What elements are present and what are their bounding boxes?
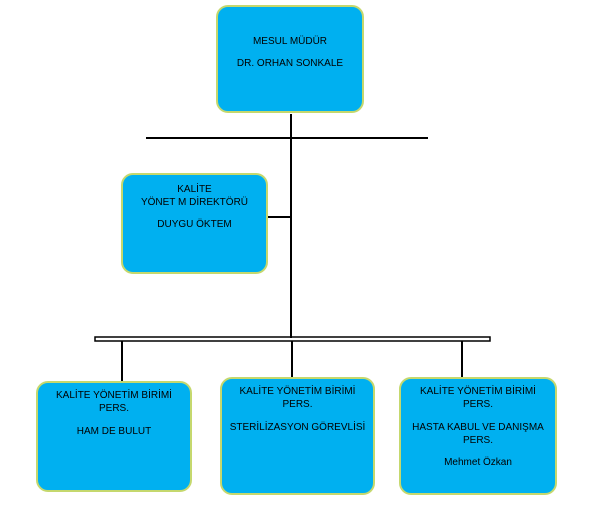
node-staff-middle-title-1: KALİTE YÖNETİM BİRİMİ [239,386,356,397]
node-staff-right-name: Mehmet Özkan [444,457,512,468]
node-staff-right-title-2: PERS. [462,399,493,410]
node-staff-right-title-1: KALİTE YÖNETİM BİRİMİ [420,386,536,397]
node-staff-middle-role: STERİLİZASYON GÖREVLİSİ [229,422,366,433]
node-chief-manager-title: MESUL MÜDÜR [252,36,328,47]
node-staff-left-title-2: PERS. [98,403,129,414]
node-staff-right: KALİTE YÖNETİM BİRİMİ PERS. HASTA KABUL … [399,377,557,495]
node-staff-right-role-1: HASTA KABUL VE DANIŞMA [412,422,544,433]
node-staff-left: KALİTE YÖNETİM BİRİMİ PERS. HAM DE BULUT [36,381,192,492]
node-quality-director-title-2: YÖNET M DİREKTÖRÜ [140,197,249,208]
node-staff-left-name: HAM DE BULUT [76,426,152,437]
node-staff-right-role-2: PERS. [462,435,493,446]
node-chief-manager: MESUL MÜDÜR DR. ORHAN SONKALE [216,5,364,113]
node-chief-manager-name: DR. ORHAN SONKALE [236,58,344,69]
node-staff-middle: KALİTE YÖNETİM BİRİMİ PERS. STERİLİZASYO… [220,377,375,495]
connector-bottom-bar [94,336,491,342]
node-staff-middle-title-2: PERS. [282,399,313,410]
node-quality-director: KALİTE YÖNET M DİREKTÖRÜ DUYGU ÖKTEM [121,173,268,274]
node-staff-left-title-1: KALİTE YÖNETİM BİRİMİ [56,390,172,401]
node-quality-director-name: DUYGU ÖKTEM [157,219,232,230]
node-quality-director-title-1: KALİTE [177,184,212,195]
